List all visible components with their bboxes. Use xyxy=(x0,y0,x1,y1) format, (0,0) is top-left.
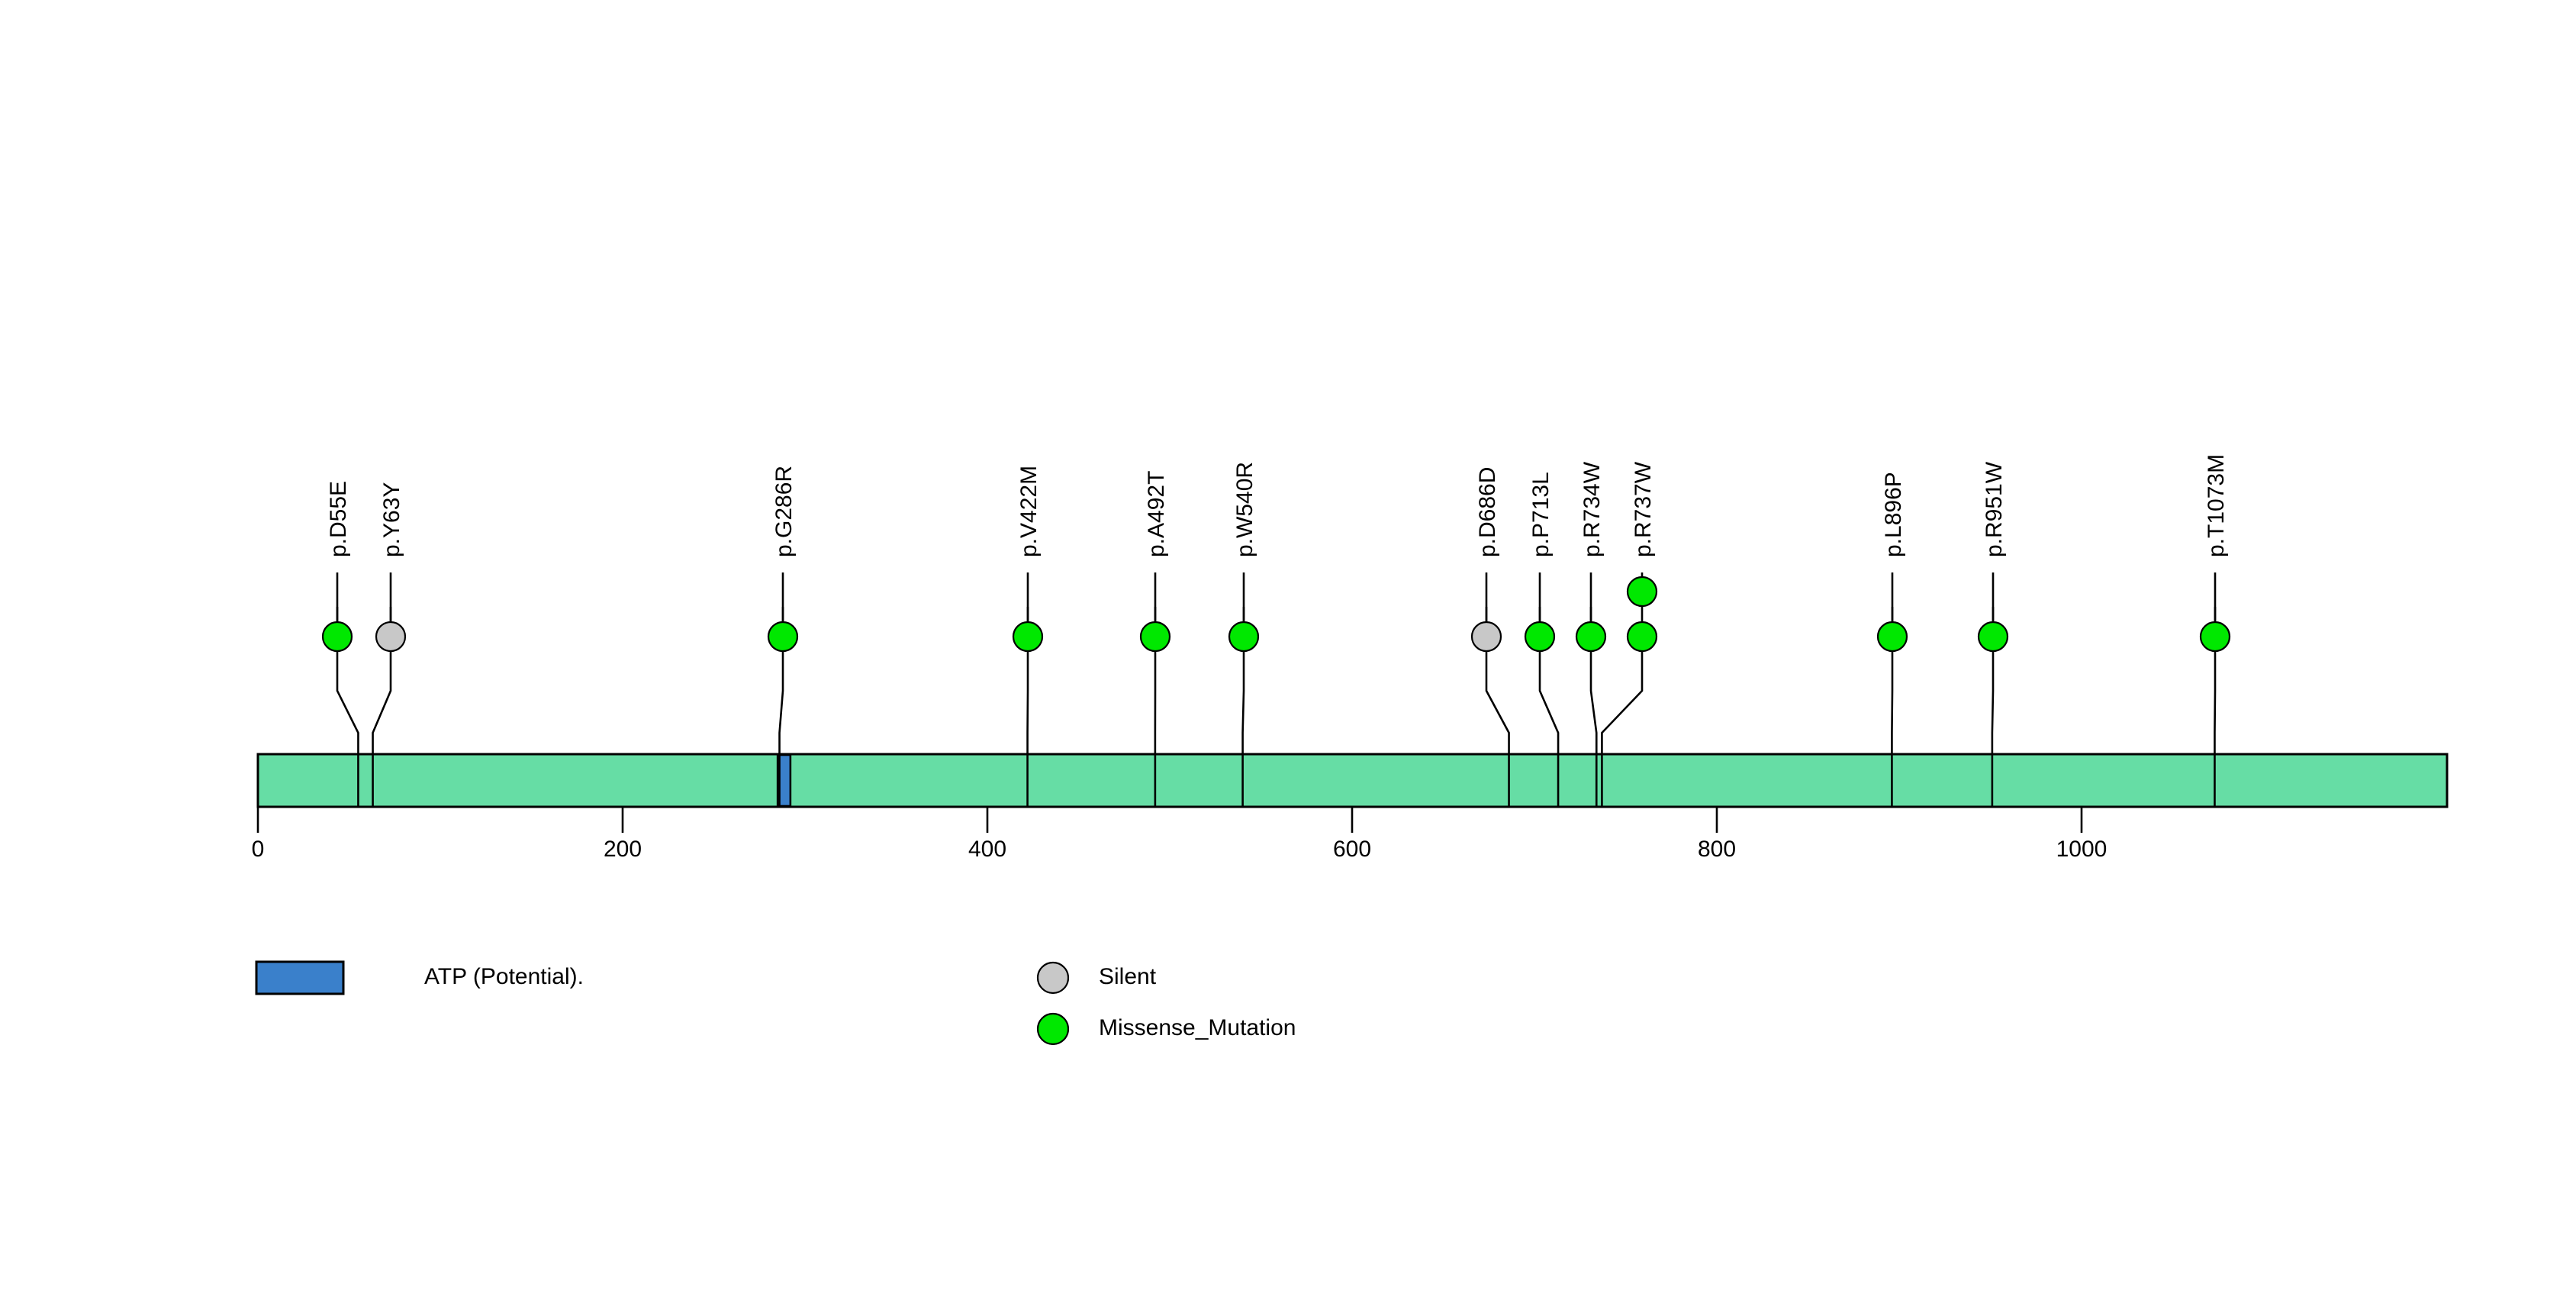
lollipop-head-p-a492t[interactable]: p.A492T (Missense_Mutation) xyxy=(1139,621,1171,653)
mutation-label-p-d55e[interactable]: p.D55E xyxy=(326,481,351,557)
lollipop-head-p-r737w-2[interactable]: p.R737W (Missense_Mutation) xyxy=(1626,576,1658,608)
lollipop-head-p-t1073m[interactable]: p.T1073M (Missense_Mutation) xyxy=(2199,621,2231,653)
mutation-label-p-r734w[interactable]: p.R734W xyxy=(1579,461,1605,557)
axis-tick-label-0: 0 xyxy=(252,837,265,862)
lollipop-head-p-v422m[interactable]: p.V422M (Missense_Mutation) xyxy=(1012,621,1044,653)
protein-backbone-bar xyxy=(256,753,2449,808)
protein-track xyxy=(256,753,2449,808)
lollipop-head-p-w540r[interactable]: p.W540R (Missense_Mutation) xyxy=(1228,621,1260,653)
axis-tick-label-1000: 1000 xyxy=(2056,837,2107,862)
lollipop-head-p-y63y[interactable]: p.Y63Y (Silent) xyxy=(375,621,407,653)
lollipop-head-p-d55e[interactable]: p.D55E (Missense_Mutation) xyxy=(321,621,353,653)
mutation-label-p-v422m[interactable]: p.V422M xyxy=(1016,466,1042,557)
lollipop-head-group: p.D55E (Missense_Mutation) p.Y63Y (Silent… xyxy=(321,576,2231,653)
legend-label-silent: Silent xyxy=(1099,964,1157,989)
legend-dot-silent[interactable] xyxy=(1036,961,1070,995)
lollipop-head-p-l896p[interactable]: p.L896P (Missense_Mutation) xyxy=(1876,621,1908,653)
lollipop-head-p-r737w-1[interactable]: p.R737W (Missense_Mutation) xyxy=(1626,621,1658,653)
mutation-label-p-t1073m[interactable]: p.T1073M xyxy=(2204,454,2229,557)
lollipop-head-p-d686d[interactable]: p.D686D (Silent) xyxy=(1470,621,1502,653)
axis-tick-label-400: 400 xyxy=(968,837,1006,862)
lollipop-head-p-g286r[interactable]: p.G286R (Missense_Mutation) xyxy=(767,621,799,653)
legend-dot-missense-mutation[interactable] xyxy=(1036,1012,1070,1046)
mutation-label-p-l896p[interactable]: p.L896P xyxy=(1881,472,1906,557)
axis-tick-label-800: 800 xyxy=(1698,837,1736,862)
mutation-label-group: p.D55E p.Y63Y p.G286R p.V422M p.A492T p.W540R… xyxy=(326,454,2229,557)
mutation-label-p-r951w[interactable]: p.R951W xyxy=(1982,461,2007,557)
mutation-label-p-y63y[interactable]: p.Y63Y xyxy=(379,482,404,557)
legend-swatch-domain-0[interactable] xyxy=(255,960,345,995)
mutation-label-p-w540r[interactable]: p.W540R xyxy=(1232,462,1257,557)
mutation-label-p-g286r[interactable]: p.G286R xyxy=(771,466,797,557)
lollipop-head-p-r734w[interactable]: p.R734W (Missense_Mutation) xyxy=(1575,621,1607,653)
legend-label-domain-0: ATP (Potential). xyxy=(424,964,584,989)
lollipop-head-p-p713l[interactable]: p.P713L (Missense_Mutation) xyxy=(1524,621,1556,653)
legend-label-missense-mutation: Missense_Mutation xyxy=(1099,1015,1296,1040)
domain-band-0[interactable]: ATP (Potential). xyxy=(776,753,792,808)
axis-tick-label-200: 200 xyxy=(604,837,642,862)
axis-tick-label-600: 600 xyxy=(1333,837,1371,862)
mutation-label-p-a492t[interactable]: p.A492T xyxy=(1144,471,1169,557)
lollipop-head-p-r951w[interactable]: p.R951W (Missense_Mutation) xyxy=(1977,621,2009,653)
mutation-label-p-d686d[interactable]: p.D686D xyxy=(1475,467,1500,557)
domain-band-group: ATP (Potential). xyxy=(776,753,792,808)
mutation-label-p-p713l[interactable]: p.P713L xyxy=(1528,472,1554,557)
position-axis: 0 200 400 600 800 1000 xyxy=(252,807,2107,862)
mutation-label-p-r737w[interactable]: p.R737W xyxy=(1631,461,1656,557)
